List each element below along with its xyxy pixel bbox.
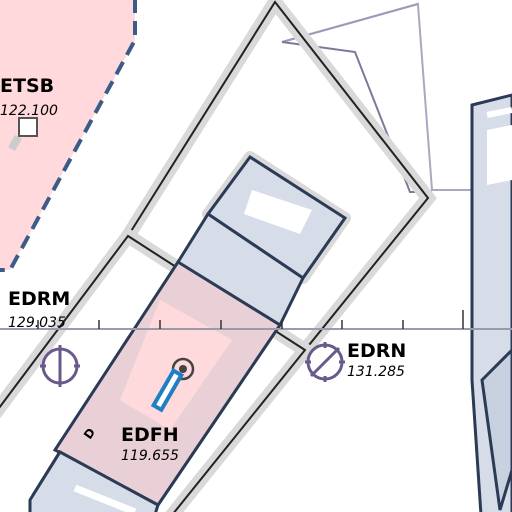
airfield-edrn[interactable]: EDRN 131.285 <box>305 340 406 382</box>
airfield-edrm[interactable]: EDRM 129.035 <box>8 288 70 331</box>
vor-icon[interactable] <box>40 345 80 387</box>
edfh-frequency: 119.655 <box>121 448 179 464</box>
restricted-area[interactable] <box>0 0 137 272</box>
meridian-line <box>0 310 512 330</box>
etsb-name: ETSB <box>0 75 54 97</box>
airspace-box-lower <box>28 450 160 512</box>
vor-icon <box>305 342 345 382</box>
edrm-name: EDRM <box>8 288 70 310</box>
edrm-frequency: 129.035 <box>8 315 66 331</box>
airfield-etsb[interactable]: ETSB 122.100 <box>0 75 58 152</box>
etsb-frequency: 122.100 <box>0 103 58 119</box>
edfh-name: EDFH <box>121 424 179 446</box>
edrn-name: EDRN <box>347 340 406 362</box>
runway-icon <box>150 367 185 413</box>
edrn-frequency: 131.285 <box>347 364 405 380</box>
airfield-edfh[interactable]: D EDFH 119.655 <box>81 357 195 464</box>
airfield-square-icon <box>8 117 38 152</box>
airspace-block-right[interactable] <box>470 93 512 512</box>
